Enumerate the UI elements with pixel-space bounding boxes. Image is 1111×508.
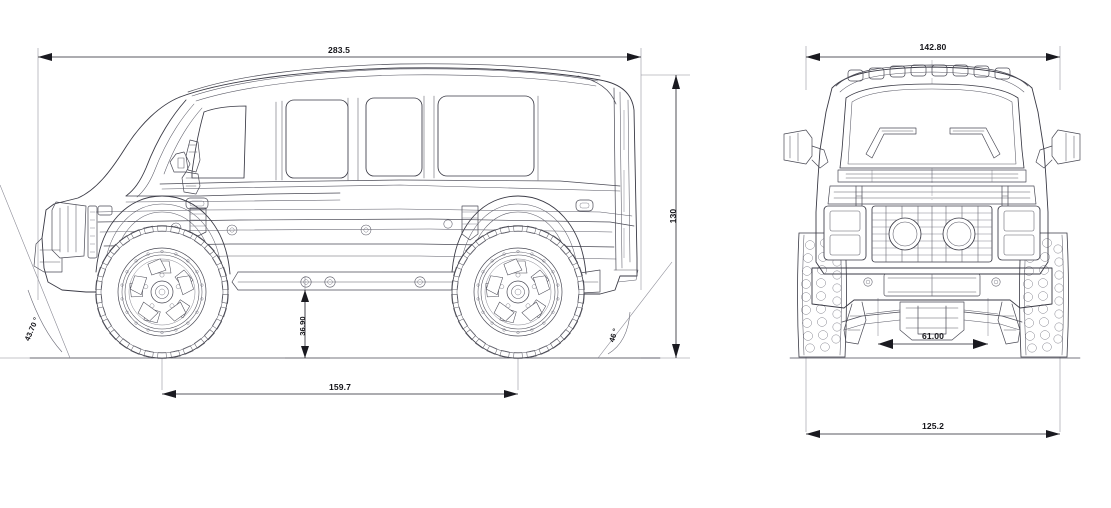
front-door-window [285,99,349,179]
side-view [0,48,690,390]
front-extension-lines [805,46,1061,432]
headlight-right [997,205,1041,261]
dim-track-width [806,430,1060,438]
dim-label-overall-length: 283.5 [328,45,350,55]
steering-knuckle-left [843,301,867,345]
front-bumper-side [33,237,63,273]
dim-label-departure-angle: 46 ° [607,327,620,343]
fog-lamp-right [942,217,976,251]
dim-overall-height [672,75,680,358]
dim-label-track-width: 125.2 [922,421,944,431]
approach-angle-marker [0,184,71,359]
front-fender-flare [95,195,231,275]
rear-shock [461,205,479,241]
roof-light-bar [847,64,1011,82]
grille-edge [87,205,98,259]
door-handle [185,197,209,210]
dim-label-overall-width: 142.80 [920,42,947,52]
differential-housing [899,301,965,341]
slider-mount [300,276,312,288]
front-view [783,46,1081,432]
wiper-right [949,127,1001,159]
front-windshield [839,83,1025,169]
mirror-left [783,129,829,169]
steering-knuckle-right [997,301,1021,345]
front-dimension-set [806,53,1060,438]
side-extension-lines [0,48,690,390]
headlight-side [51,201,87,259]
dim-label-wheelbase: 159.7 [329,382,351,392]
fuel-filler-door [575,199,594,212]
side-dimension-set [38,53,680,398]
rear-quarter-window [437,95,535,177]
sliding-door-window [365,97,423,177]
wiper-left [865,127,917,159]
fog-lamp-left [888,217,922,251]
hood-front [827,185,1037,205]
marker-light [97,205,113,216]
windshield-side [191,105,247,179]
side-windows [191,95,539,181]
departure-angle-marker [597,261,673,359]
front-body-outline [783,64,1081,275]
side-suspension [170,205,533,241]
winch-drum [917,305,947,335]
cowl-panel [837,169,1027,183]
rear-wheel-side [450,225,586,359]
dim-label-differential-width: 61.00 [922,331,944,341]
dim-label-ground-clearance: 36.90 [298,316,307,336]
headlight-left [823,205,867,261]
dim-overall-width [806,53,1060,61]
dim-ground-clearance [301,290,309,358]
front-wheel-side [94,225,230,359]
mirror-arm [169,151,191,173]
dim-label-overall-height: 130 [668,209,678,224]
dim-differential-width [878,339,988,349]
front-shock [189,207,207,237]
front-bumper [811,267,1053,309]
mirror-right [1035,129,1081,169]
dim-overall-length [38,53,641,61]
side-mirror [185,139,201,173]
front-axle-assembly [841,301,1023,345]
mirror-mount [181,171,201,195]
dim-label-approach-angle: 43.70 ° [23,316,41,342]
front-grille [871,205,993,263]
dim-wheelbase [162,390,518,398]
